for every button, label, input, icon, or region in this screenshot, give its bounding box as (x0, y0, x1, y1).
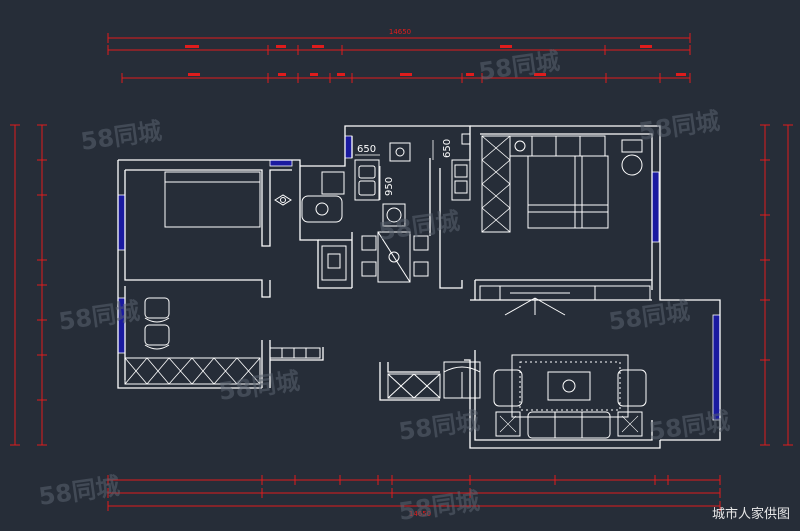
study-chairs (144, 297, 170, 350)
living-room-set (493, 354, 647, 439)
window-bedroom-west (117, 194, 126, 251)
watermark: 58同城 (637, 107, 722, 146)
window-living-east (712, 314, 721, 421)
sofa (527, 411, 611, 439)
dimension-lines (10, 33, 793, 511)
watermark: 58同城 (217, 367, 302, 406)
watermark: 58同城 (397, 407, 482, 446)
interior-dimensions: 650 950 650 (355, 139, 453, 200)
tv-cabinet (479, 285, 651, 301)
overall-dimension-top: 14650 (389, 28, 411, 36)
window-bedroom-north (269, 159, 293, 167)
watermark: 58同城 (377, 207, 462, 246)
bathroom-fixtures (274, 171, 347, 281)
watermark: 58同城 (79, 117, 164, 156)
furniture (124, 133, 651, 439)
walls (117, 125, 721, 449)
watermark: 58同城 (57, 297, 142, 336)
armchair-left (493, 369, 523, 407)
window-kitchen-north (344, 135, 353, 159)
bed-west (164, 171, 261, 228)
rug (511, 354, 629, 418)
kitchen-fixtures (354, 133, 471, 227)
window-master-east (651, 171, 660, 243)
watermark: 58同城 (37, 472, 122, 511)
wardrobe-master (481, 135, 511, 233)
dim-label-650-horizontal: 650 (357, 144, 376, 155)
image-caption: 城市人家供图 (711, 507, 790, 522)
watermark: 58同城 (477, 47, 562, 86)
overall-dimension-bottom: 14650 (409, 510, 431, 518)
dimension-tick-labels (185, 45, 686, 76)
watermark: 58同城 (607, 297, 692, 336)
dim-label-650-vertical: 650 (442, 139, 453, 158)
armchair-right (617, 369, 647, 407)
bed-master (527, 155, 609, 229)
dim-label-950: 950 (384, 177, 395, 196)
dining-set (361, 231, 429, 283)
